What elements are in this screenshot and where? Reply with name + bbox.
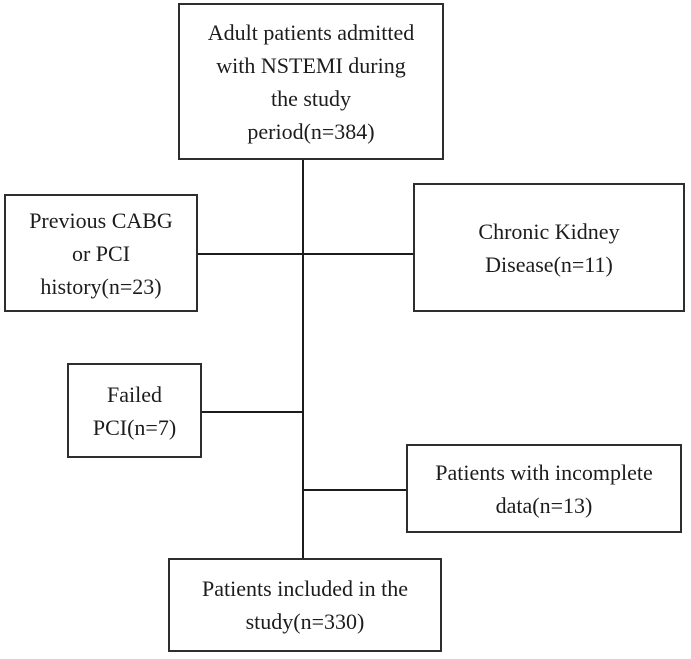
box-previous-cabg-pci-line: Previous CABG: [29, 207, 173, 233]
box-previous-cabg-pci: Previous CABG or PCI history(n=23): [4, 194, 198, 312]
box-incomplete-data: Patients with incomplete data(n=13): [406, 444, 682, 533]
box-previous-cabg-pci-line: or PCI: [71, 240, 131, 266]
box-previous-cabg-pci-line: history(n=23): [40, 273, 162, 299]
connector-cabg-ckd-branch: [198, 253, 413, 255]
box-incomplete-data-line: Patients with incomplete: [435, 459, 653, 485]
box-admitted-patients-line: the study: [270, 85, 352, 111]
box-failed-pci-line: PCI(n=7): [92, 414, 177, 440]
connector-failed-pci-branch: [202, 411, 304, 413]
box-failed-pci-line: Failed: [107, 381, 162, 407]
box-chronic-kidney-disease: Chronic Kidney Disease(n=11): [413, 183, 685, 312]
box-included-patients-line: Patients included in the: [202, 576, 408, 601]
connector-incomplete-data-branch: [303, 489, 407, 491]
box-chronic-kidney-disease-line: Disease(n=11): [485, 251, 613, 277]
box-incomplete-data-line: data(n=13): [495, 492, 593, 518]
connector-vertical-spine: [302, 160, 304, 558]
box-included-patients: Patients included in the study(n=330): [168, 558, 442, 652]
box-included-patients-line: study(n=330): [245, 609, 365, 634]
box-failed-pci: Failed PCI(n=7): [67, 363, 202, 458]
box-admitted-patients: Adult patients admitted with NSTEMI duri…: [178, 3, 444, 160]
box-chronic-kidney-disease-line: Chronic Kidney: [478, 218, 620, 244]
box-admitted-patients-line: Adult patients admitted: [207, 19, 415, 45]
box-admitted-patients-line: period(n=384): [247, 118, 375, 144]
box-admitted-patients-line: with NSTEMI during: [216, 52, 406, 78]
